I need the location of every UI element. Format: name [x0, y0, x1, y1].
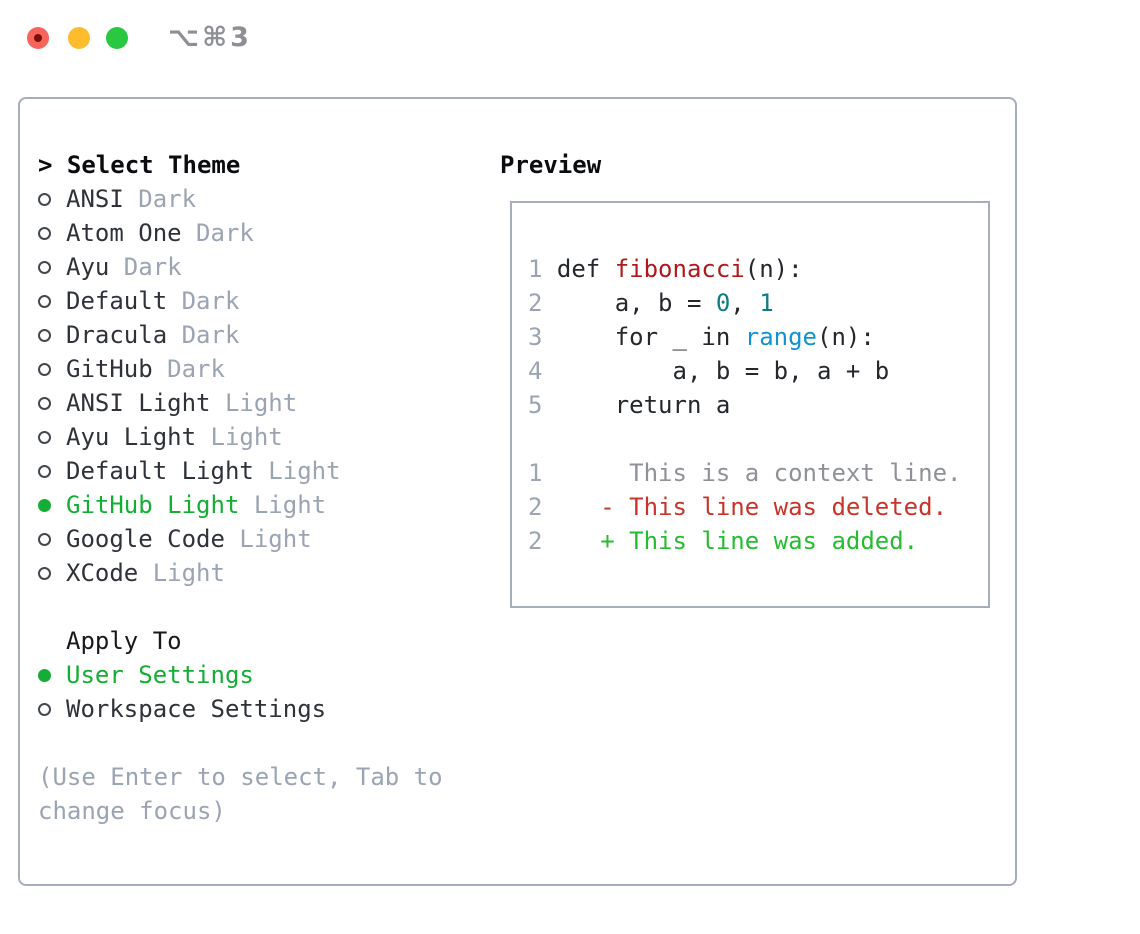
preview-header: Preview — [500, 151, 602, 179]
theme-option-github[interactable]: GitHub Dark — [38, 352, 225, 386]
radio-unselected-icon — [38, 362, 51, 376]
apply-option-label: User Settings — [66, 661, 254, 689]
theme-option-label: Google Code Light — [66, 525, 312, 553]
theme-option-ansi[interactable]: ANSI Dark — [38, 182, 196, 216]
theme-option-label: Ayu Dark — [66, 253, 182, 281]
select-theme-header: > Select Theme — [38, 148, 240, 182]
zoom-button[interactable] — [106, 27, 128, 49]
radio-unselected-icon — [38, 226, 51, 240]
theme-option-label: Ayu Light Light — [66, 423, 283, 451]
theme-option-github-light[interactable]: GitHub Light Light — [38, 488, 326, 522]
theme-option-google-code[interactable]: Google Code Light — [38, 522, 312, 556]
preview-box: 1 def fibonacci(n): 2 a, b = 0, 1 3 for _ … — [510, 201, 990, 608]
radio-unselected-icon — [38, 328, 51, 342]
close-button[interactable] — [27, 27, 49, 49]
apply-option-workspace-settings[interactable]: Workspace Settings — [38, 692, 326, 726]
radio-selected-icon — [38, 668, 51, 682]
theme-option-dracula[interactable]: Dracula Dark — [38, 318, 239, 352]
radio-unselected-icon — [38, 430, 51, 444]
theme-option-label: GitHub Light Light — [66, 491, 327, 519]
apply-option-label: Workspace Settings — [66, 695, 327, 723]
apply-option-user-settings[interactable]: User Settings — [38, 658, 254, 692]
radio-unselected-icon — [38, 702, 51, 716]
preview-code-line: 2 a, b = 0, 1 — [528, 289, 774, 317]
minimize-button[interactable] — [68, 27, 90, 49]
theme-option-default-light[interactable]: Default Light Light — [38, 454, 341, 488]
window-shortcut-label: ⌥⌘3 — [168, 22, 252, 53]
theme-option-label: ANSI Light Light — [66, 389, 298, 417]
theme-option-label: GitHub Dark — [66, 355, 225, 383]
focus-caret-icon: > — [38, 151, 53, 179]
radio-unselected-icon — [38, 294, 51, 308]
select-theme-header-label: Select Theme — [66, 151, 241, 179]
theme-option-label: Default Light Light — [66, 457, 341, 485]
radio-unselected-icon — [38, 396, 51, 410]
preview-code-line: 2 - This line was deleted. — [528, 493, 948, 521]
theme-option-default[interactable]: Default Dark — [38, 284, 239, 318]
preview-code-line: 1 def fibonacci(n): — [528, 255, 803, 283]
preview-code-line: 1 This is a context line. — [528, 459, 962, 487]
radio-unselected-icon — [38, 566, 51, 580]
theme-option-ayu[interactable]: Ayu Dark — [38, 250, 182, 284]
preview-code-line: 5 return a — [528, 391, 731, 419]
radio-unselected-icon — [38, 532, 51, 546]
theme-option-ansi-light[interactable]: ANSI Light Light — [38, 386, 297, 420]
theme-option-label: Atom One Dark — [66, 219, 254, 247]
theme-option-label: Dracula Dark — [66, 321, 240, 349]
help-text-line-2: change focus) — [38, 797, 226, 825]
help-text-line-1: (Use Enter to select, Tab to — [38, 763, 443, 791]
preview-code-line: 4 a, b = b, a + b — [528, 357, 890, 385]
radio-selected-icon — [38, 498, 51, 512]
apply-to-header: Apply To — [66, 627, 182, 655]
preview-code-line: 3 for _ in range(n): — [528, 323, 875, 351]
preview-code: 1 def fibonacci(n): 2 a, b = 0, 1 3 for _ … — [528, 252, 961, 558]
theme-option-ayu-light[interactable]: Ayu Light Light — [38, 420, 283, 454]
theme-option-label: ANSI Dark — [66, 185, 197, 213]
theme-option-label: Default Dark — [66, 287, 240, 315]
theme-option-label: XCode Light — [66, 559, 225, 587]
radio-unselected-icon — [38, 260, 51, 274]
preview-code-line — [528, 422, 961, 456]
radio-unselected-icon — [38, 464, 51, 478]
theme-option-atom-one[interactable]: Atom One Dark — [38, 216, 254, 250]
theme-option-xcode[interactable]: XCode Light — [38, 556, 225, 590]
radio-unselected-icon — [38, 192, 51, 206]
preview-code-line: 2 + This line was added. — [528, 527, 919, 555]
